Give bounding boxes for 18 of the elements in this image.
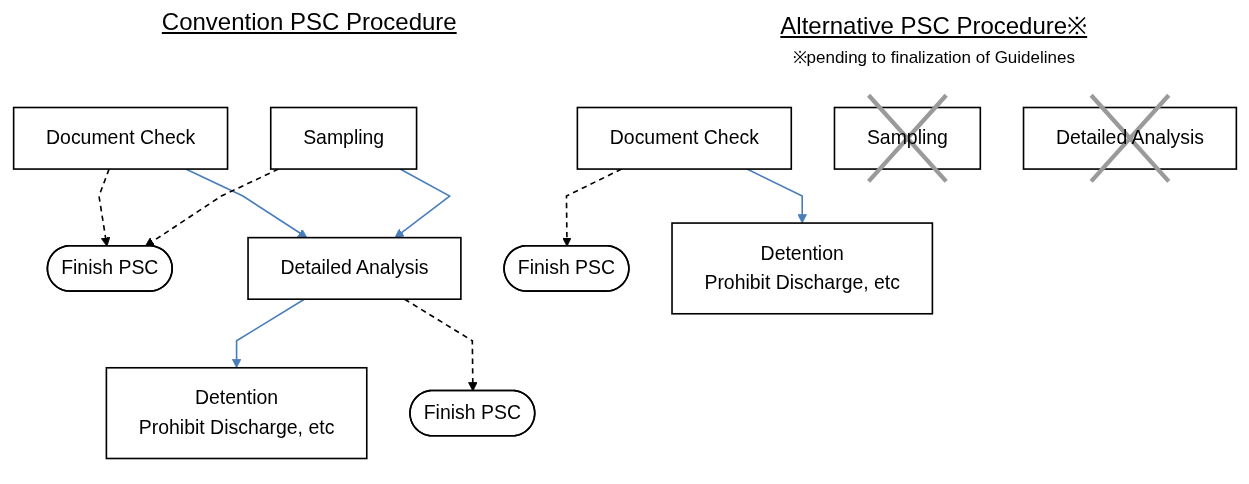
- arrow: [394, 168, 451, 239]
- node-box: [269, 106, 417, 170]
- arrow: [97, 168, 110, 247]
- node-box: [1022, 106, 1237, 170]
- node-box: [576, 106, 792, 170]
- arrow: [231, 298, 305, 369]
- arrow: [144, 168, 279, 247]
- node-box: [833, 106, 981, 170]
- footnote: ※pending to finalization of Guidelines: [792, 47, 1075, 68]
- node-box: [105, 366, 368, 460]
- node-box: [246, 236, 462, 300]
- arrow: [561, 168, 622, 247]
- heading: Alternative PSC Procedure※: [780, 11, 1088, 41]
- node-box: [12, 106, 228, 170]
- node-box: [670, 222, 933, 315]
- flowchart-drawing: Document Check Sampling Finish PSC Detailed Analysis Finish PSC Detention Prohibit Discharge, etc Document Check Sampling Finish PSC Detailed Analysis Detention Prohibit Discharge, etc: [4, 88, 1245, 478]
- heading: Convention PSC Procedure: [161, 8, 457, 36]
- arrow: [403, 298, 478, 392]
